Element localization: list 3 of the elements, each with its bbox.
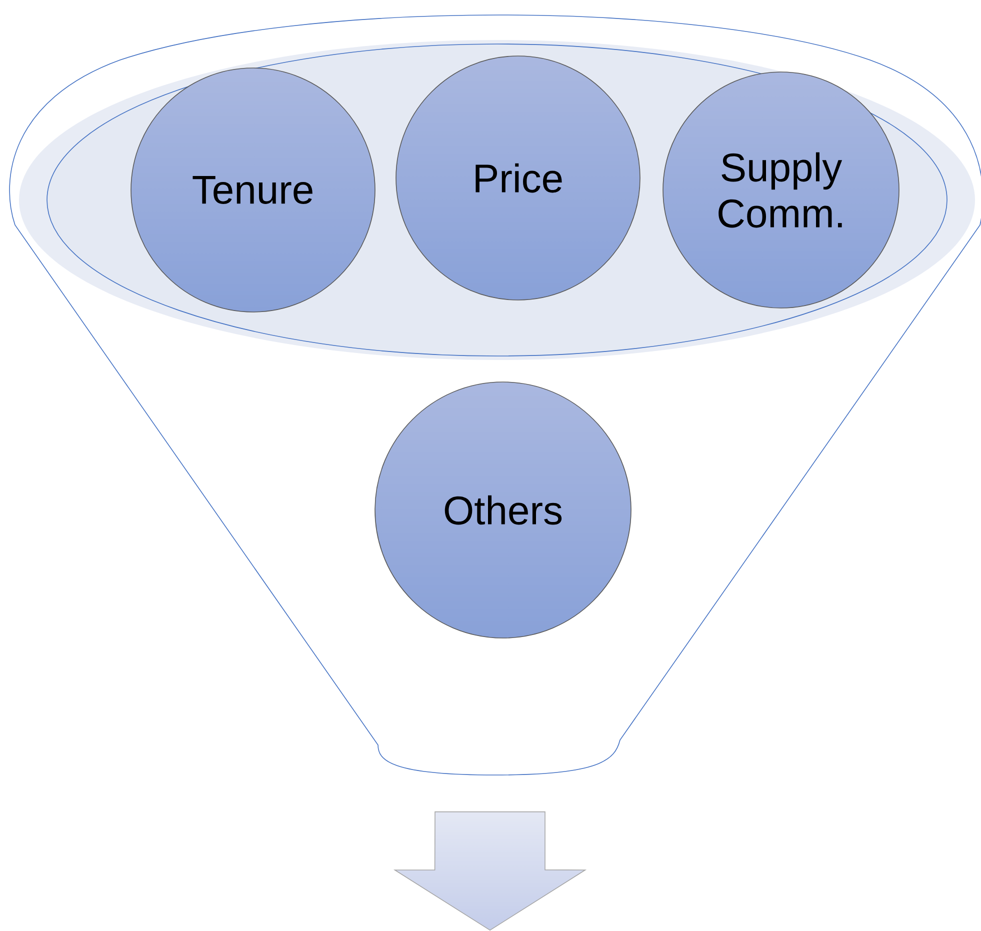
- block-arrow: [393, 811, 587, 931]
- funnel-outline: [9, 14, 981, 776]
- circle-node: Others: [374, 382, 632, 638]
